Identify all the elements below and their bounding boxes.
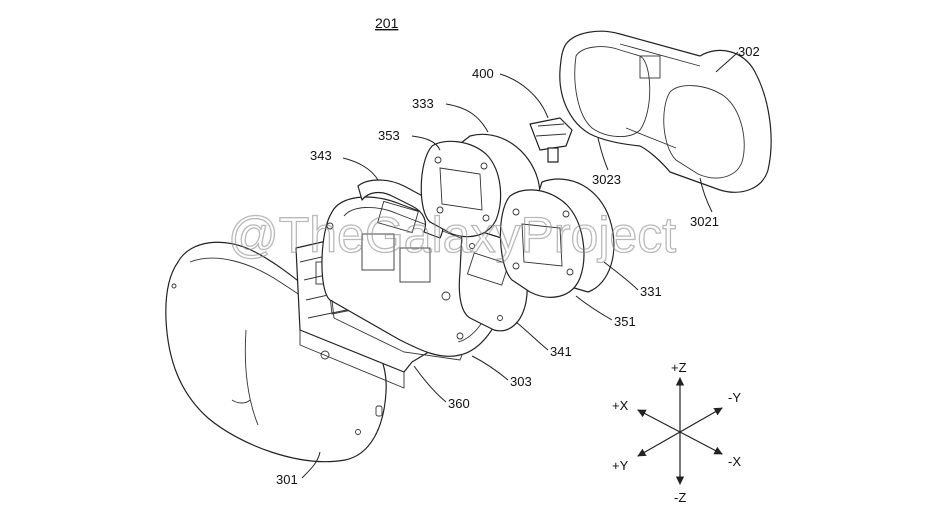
label-343: 343: [310, 148, 332, 163]
label-360: 360: [448, 396, 470, 411]
coordinate-axes: +Z -Z +X -X -Y +Y: [612, 360, 741, 505]
lens-plate-353: [420, 140, 502, 238]
leader-lines: [301, 51, 739, 479]
label-3021: 3021: [690, 214, 719, 229]
label-351: 351: [614, 314, 636, 329]
rear-frame-302: [559, 30, 772, 193]
label-353: 353: [378, 128, 400, 143]
label-331: 331: [640, 284, 662, 299]
label-341: 341: [550, 344, 572, 359]
axis-minus-z: -Z: [674, 490, 686, 505]
reference-labels: 400 302 333 353 343 3023 3021 331 351 34…: [276, 44, 760, 487]
label-303: 303: [510, 374, 532, 389]
sensor-module-400: [529, 117, 573, 163]
lens-plate-351: [499, 189, 585, 298]
label-400: 400: [472, 66, 494, 81]
axis-plus-z: +Z: [671, 360, 687, 375]
axis-plus-x: +X: [612, 398, 629, 413]
label-3023: 3023: [592, 172, 621, 187]
figure-number: 201: [375, 15, 399, 31]
axis-minus-x: -X: [728, 454, 741, 469]
label-302: 302: [738, 44, 760, 59]
watermark: @TheGalaxyProject: [228, 207, 676, 263]
label-301: 301: [276, 472, 298, 487]
label-333: 333: [412, 96, 434, 111]
axis-minus-y: -Y: [728, 390, 741, 405]
axis-plus-y: +Y: [612, 458, 629, 473]
